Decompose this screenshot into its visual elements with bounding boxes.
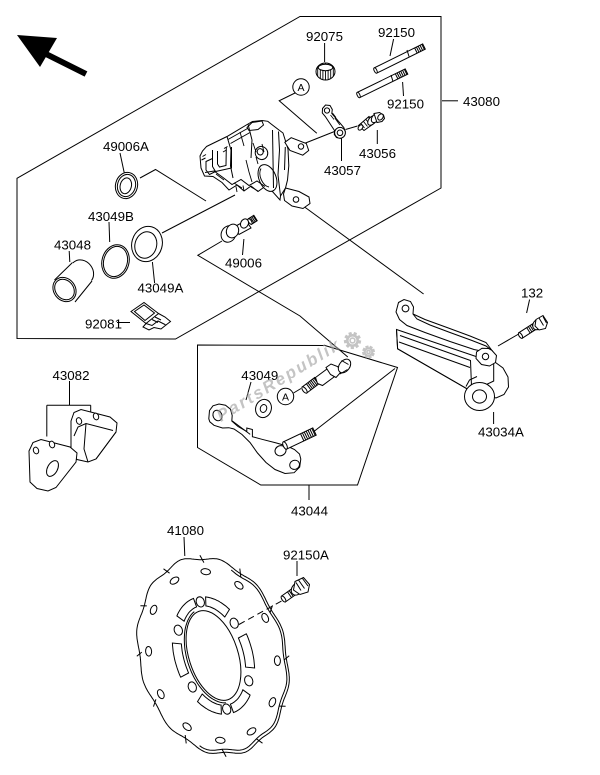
svg-text:49006A: 49006A xyxy=(103,139,149,154)
svg-text:92075: 92075 xyxy=(306,29,343,44)
svg-text:92150A: 92150A xyxy=(283,548,329,563)
svg-text:43057: 43057 xyxy=(324,163,361,178)
svg-text:43082: 43082 xyxy=(53,368,90,383)
svg-text:43048: 43048 xyxy=(54,238,91,253)
svg-text:43056: 43056 xyxy=(359,146,396,161)
svg-text:43049B: 43049B xyxy=(88,209,134,224)
svg-text:43080: 43080 xyxy=(463,94,500,109)
svg-text:92150: 92150 xyxy=(378,25,415,40)
svg-text:41080: 41080 xyxy=(167,523,204,538)
svg-text:92081: 92081 xyxy=(85,317,122,332)
svg-text:92150: 92150 xyxy=(387,97,424,112)
svg-text:43049A: 43049A xyxy=(138,281,184,296)
svg-text:A: A xyxy=(297,82,304,94)
svg-text:43034A: 43034A xyxy=(478,425,524,440)
svg-text:A: A xyxy=(282,391,289,403)
svg-text:43044: 43044 xyxy=(291,504,328,519)
svg-text:43049: 43049 xyxy=(241,368,278,383)
svg-text:49006: 49006 xyxy=(225,256,262,271)
svg-text:132: 132 xyxy=(521,286,543,301)
